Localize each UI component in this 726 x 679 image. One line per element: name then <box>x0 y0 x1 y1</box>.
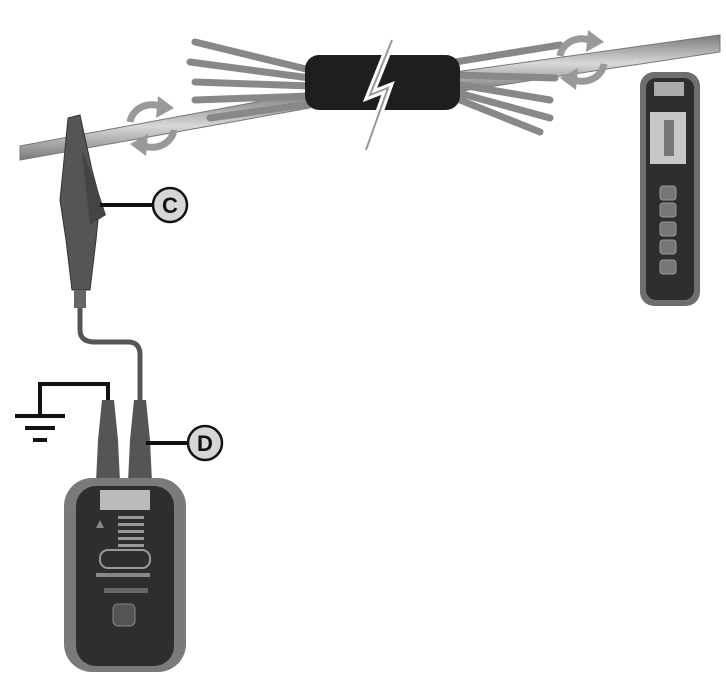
splayed-wires-right <box>451 41 564 136</box>
brand-logo <box>100 490 150 510</box>
callout-d: D <box>146 424 224 462</box>
power-button <box>112 603 136 627</box>
cable-break-icon <box>362 38 396 152</box>
ground-symbol-icon <box>15 382 110 442</box>
probes <box>96 400 152 482</box>
splayed-wires-left <box>186 38 314 122</box>
callout-c-label: C <box>162 193 178 218</box>
rotate-arrows-icon <box>556 30 608 90</box>
rotate-arrows-icon <box>126 96 178 156</box>
indicator-leds <box>118 516 144 547</box>
callout-d-label: D <box>197 431 213 456</box>
brand-logo <box>654 82 684 96</box>
cable-sleeve <box>305 55 460 110</box>
warning-icon <box>96 520 104 528</box>
cable <box>19 34 721 161</box>
callout-c: C <box>100 186 189 224</box>
receiver-device <box>640 72 700 306</box>
mode-button <box>99 549 151 569</box>
receiver-buttons <box>659 185 677 275</box>
test-lead <box>77 308 143 405</box>
transmitter-device <box>64 478 186 672</box>
